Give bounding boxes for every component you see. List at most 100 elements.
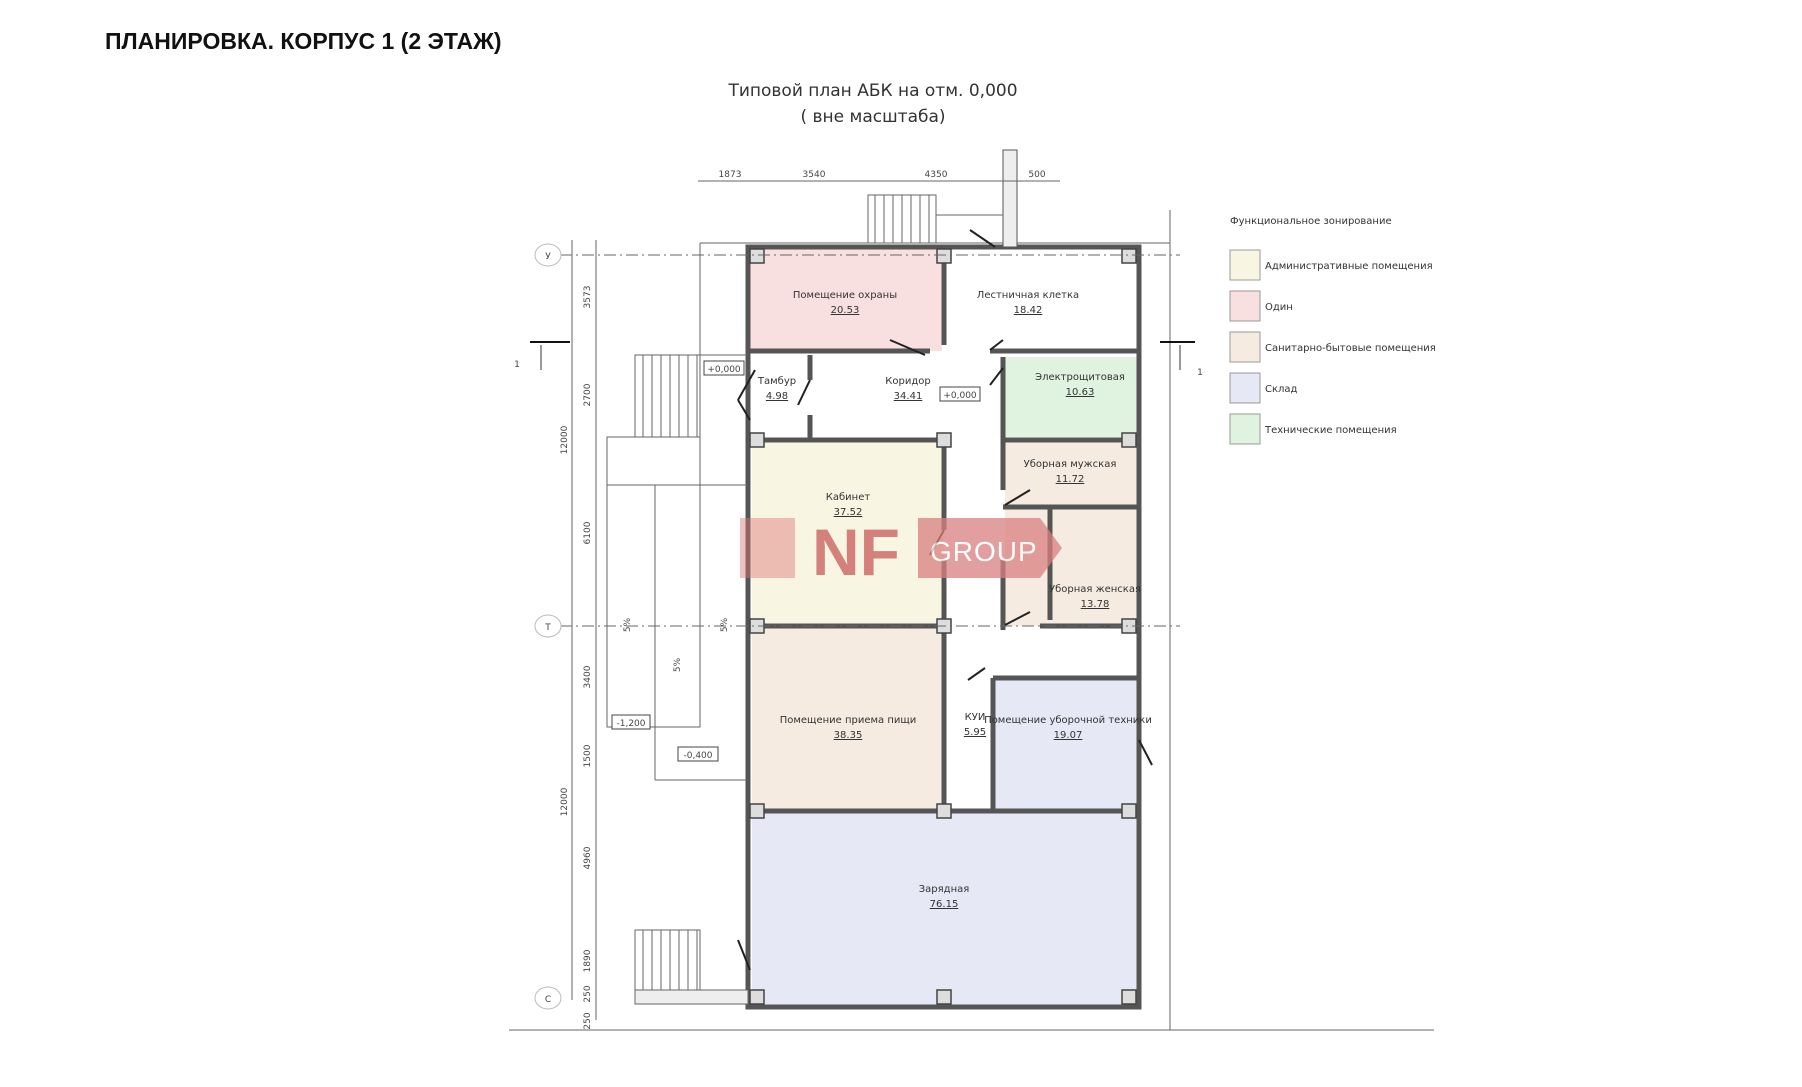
legend-label: Санитарно-бытовые помещения: [1265, 343, 1436, 354]
level-4: -0,400: [683, 751, 712, 761]
watermark-logo: NF GROUP: [740, 515, 1062, 589]
room: Электрощитовая 10.63: [1035, 372, 1125, 398]
room-area: 4.98: [766, 391, 788, 402]
section-mark-left: 1: [514, 360, 520, 370]
room: КУИ 5.95: [964, 712, 986, 738]
dimension-left: 3400: [583, 665, 593, 688]
room-name: Помещение уборочной техники: [984, 715, 1152, 726]
room-name: Кабинет: [826, 492, 871, 503]
legend-swatch: [1229, 331, 1261, 363]
room-name: Зарядная: [919, 884, 970, 895]
page-title: ПЛАНИРОВКА. КОРПУС 1 (2 ЭТАЖ): [105, 28, 502, 54]
legend-label: Технические помещения: [1264, 425, 1397, 436]
room: Кабинет 37.52: [826, 492, 871, 518]
room-name: Уборная мужская: [1024, 459, 1117, 470]
dimension-top-2: 3540: [803, 170, 826, 180]
dimension-top-4: 500: [1028, 170, 1045, 180]
section-mark-right: 1: [1197, 368, 1203, 378]
legend-swatch: [1229, 372, 1261, 404]
dimension-top-3: 4350: [925, 170, 948, 180]
plan-title: Типовой план АБК на отм. 0,000: [727, 81, 1017, 101]
room-area: 20.53: [831, 305, 860, 316]
ramp-and-stairs: [606, 194, 1003, 1005]
room-area: 37.52: [834, 507, 863, 518]
room: Зарядная 76.15: [919, 884, 970, 910]
dimension-overall: 12000: [560, 425, 570, 454]
legend-swatch: [1229, 413, 1261, 445]
columns: [749, 248, 1137, 1005]
room-area: 19.07: [1054, 730, 1083, 741]
level-3: -1,200: [616, 719, 645, 729]
stair-steps: [642, 195, 930, 990]
legend-swatch: [1229, 290, 1261, 322]
room-name: Электрощитовая: [1035, 372, 1125, 383]
dimension-left: 6100: [583, 521, 593, 544]
axis-label-s: С: [545, 995, 551, 1005]
room-area: 11.72: [1056, 474, 1085, 485]
room-area: 13.78: [1081, 599, 1110, 610]
room-area: 76.15: [930, 899, 959, 910]
legend-title: Функциональное зонирование: [1230, 216, 1392, 227]
dimension-left: 250: [583, 985, 593, 1002]
slope-3: 5%: [720, 617, 730, 632]
legend-label: Один: [1265, 302, 1293, 313]
room-name: Уборная женская: [1049, 584, 1141, 595]
room: Помещение приема пищи 38.35: [780, 715, 917, 741]
room-fill-dining: [752, 626, 944, 811]
slope-1: 5%: [623, 617, 633, 632]
dimension-left: 2700: [583, 383, 593, 406]
legend-swatch: [1229, 249, 1261, 281]
room: Лестничная клетка 18.42: [977, 290, 1079, 316]
room-name: Помещение охраны: [793, 290, 897, 301]
dimension-top-1: 1873: [719, 170, 742, 180]
level-2: +0,000: [943, 391, 977, 401]
room-area: 5.95: [964, 727, 986, 738]
room: Тамбур 4.98: [757, 376, 796, 402]
chimney: [1002, 149, 1018, 248]
legend-item: Один: [1229, 290, 1293, 322]
dimension-lines: [560, 180, 1180, 1020]
room-area: 10.63: [1066, 387, 1095, 398]
legend-item: Склад: [1229, 372, 1298, 404]
room: Коридор 34.41: [885, 376, 930, 402]
room: Помещение уборочной техники 19.07: [984, 715, 1152, 741]
axis-markers: [534, 243, 562, 1010]
watermark-nf: NF: [812, 515, 900, 589]
room-name: КУИ: [965, 712, 986, 723]
watermark-group: GROUP: [930, 536, 1038, 567]
legend-item: Санитарно-бытовые помещения: [1229, 331, 1436, 363]
room-area: 18.42: [1014, 305, 1043, 316]
room-name: Тамбур: [757, 376, 796, 387]
room: Уборная женская 13.78: [1049, 584, 1141, 610]
dimension-left: 3573: [583, 286, 593, 309]
dimension-left: 4960: [583, 846, 593, 869]
slope-2: 5%: [673, 657, 683, 672]
level-1: +0,000: [707, 365, 741, 375]
dimension-left: 1500: [583, 744, 593, 767]
room-name: Лестничная клетка: [977, 290, 1079, 301]
room-area: 34.41: [894, 391, 923, 402]
room-fill-cleaning: [995, 678, 1137, 811]
axis-label-t: Т: [544, 623, 551, 633]
room-fill-office: [752, 440, 944, 626]
dimension-left: 250: [583, 1012, 593, 1029]
legend-label: Склад: [1265, 384, 1298, 395]
dimension-overall: 12000: [560, 787, 570, 816]
room-fill-electrical: [1005, 357, 1137, 437]
legend-item: Административные помещения: [1229, 249, 1433, 281]
room-area: 38.35: [834, 730, 863, 741]
room: Помещение охраны 20.53: [793, 290, 897, 316]
room-fill-charging: [752, 811, 1137, 1005]
section-mark-icons: [530, 341, 1195, 370]
room-name: Коридор: [885, 376, 930, 387]
legend-item: Технические помещения: [1229, 413, 1397, 445]
room: Уборная мужская 11.72: [1024, 459, 1117, 485]
room-name: Помещение приема пищи: [780, 715, 917, 726]
legend-label: Административные помещения: [1265, 261, 1433, 272]
dimension-left: 1890: [583, 949, 593, 972]
plan-subtitle: ( вне масштаба): [800, 107, 945, 127]
axis-label-u: У: [545, 252, 551, 262]
level-markers: [611, 360, 981, 762]
room-fill-security: [750, 249, 942, 351]
